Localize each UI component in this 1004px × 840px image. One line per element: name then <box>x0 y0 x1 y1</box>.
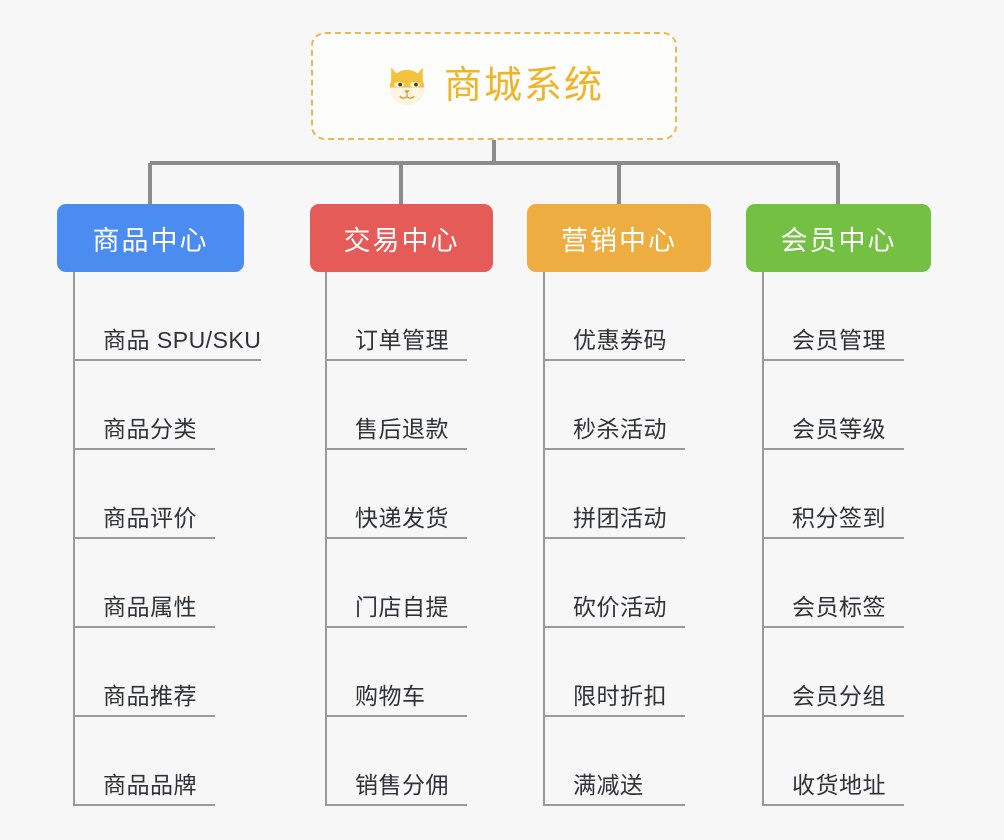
leaf-item[interactable]: 砍价活动 <box>543 539 685 628</box>
leaf-label: 收货地址 <box>792 771 886 798</box>
leaf-item[interactable]: 优惠券码 <box>543 272 685 361</box>
leaf-item[interactable]: 商品评价 <box>73 450 261 539</box>
leaf-item[interactable]: 商品品牌 <box>73 717 261 806</box>
leaf-list-2: 优惠券码 秒杀活动 拼团活动 砍价活动 限时折扣 满减送 <box>543 272 685 806</box>
leaf-item[interactable]: 积分签到 <box>762 450 904 539</box>
root-title: 商城系统 <box>443 65 604 107</box>
leaf-label: 商品 SPU/SKU <box>103 326 262 353</box>
leaf-item[interactable]: 会员等级 <box>762 361 904 450</box>
leaf-label: 订单管理 <box>355 326 449 353</box>
leaf-item[interactable]: 满减送 <box>543 717 685 806</box>
branch-column-3: 会员中心 <box>746 204 931 272</box>
branch-header-2[interactable]: 营销中心 <box>527 204 711 272</box>
leaf-item[interactable]: 收货地址 <box>762 717 904 806</box>
leaf-item[interactable]: 商品分类 <box>73 361 261 450</box>
leaf-item[interactable]: 售后退款 <box>325 361 467 450</box>
leaf-item[interactable]: 订单管理 <box>325 272 467 361</box>
leaf-item[interactable]: 销售分佣 <box>325 717 467 806</box>
root-node[interactable]: 商城系统 <box>311 32 677 140</box>
leaf-label: 优惠券码 <box>573 326 667 353</box>
leaf-label: 售后退款 <box>355 415 449 442</box>
leaf-item[interactable]: 拼团活动 <box>543 450 685 539</box>
leaf-label: 门店自提 <box>355 593 449 620</box>
leaf-item[interactable]: 会员分组 <box>762 628 904 717</box>
leaf-item[interactable]: 商品 SPU/SKU <box>73 272 262 361</box>
leaf-label: 购物车 <box>355 682 426 709</box>
leaf-item[interactable]: 商品推荐 <box>73 628 261 717</box>
shiba-dog-face-icon <box>389 67 425 105</box>
leaf-label: 会员分组 <box>792 682 886 709</box>
leaf-label: 商品属性 <box>103 593 197 620</box>
leaf-item[interactable]: 快递发货 <box>325 450 467 539</box>
leaf-label: 拼团活动 <box>573 504 667 531</box>
leaf-item[interactable]: 购物车 <box>325 628 467 717</box>
branch-header-3[interactable]: 会员中心 <box>746 204 931 272</box>
leaf-label: 商品评价 <box>103 504 197 531</box>
leaf-label: 满减送 <box>573 771 644 798</box>
leaf-item[interactable]: 限时折扣 <box>543 628 685 717</box>
leaf-label: 会员等级 <box>792 415 886 442</box>
leaf-label: 快递发货 <box>355 504 449 531</box>
leaf-list-3: 会员管理 会员等级 积分签到 会员标签 会员分组 收货地址 <box>762 272 904 806</box>
leaf-label: 会员管理 <box>792 326 886 353</box>
leaf-label: 砍价活动 <box>573 593 667 620</box>
leaf-list-0: 商品 SPU/SKU 商品分类 商品评价 商品属性 商品推荐 商品品牌 <box>73 272 262 806</box>
leaf-label: 限时折扣 <box>573 682 667 709</box>
branch-column-0: 商品中心 <box>57 204 244 272</box>
leaf-item[interactable]: 秒杀活动 <box>543 361 685 450</box>
leaf-item[interactable]: 商品属性 <box>73 539 261 628</box>
leaf-list-1: 订单管理 售后退款 快递发货 门店自提 购物车 销售分佣 <box>325 272 467 806</box>
leaf-item[interactable]: 会员管理 <box>762 272 904 361</box>
branch-header-1[interactable]: 交易中心 <box>310 204 493 272</box>
branch-column-2: 营销中心 <box>527 204 711 272</box>
leaf-label: 商品推荐 <box>103 682 197 709</box>
leaf-label: 积分签到 <box>792 504 886 531</box>
leaf-label: 秒杀活动 <box>573 415 667 442</box>
leaf-label: 销售分佣 <box>355 771 449 798</box>
leaf-label: 会员标签 <box>792 593 886 620</box>
leaf-item[interactable]: 门店自提 <box>325 539 467 628</box>
branch-header-0[interactable]: 商品中心 <box>57 204 244 272</box>
branch-column-1: 交易中心 <box>310 204 493 272</box>
leaf-label: 商品分类 <box>103 415 197 442</box>
leaf-label: 商品品牌 <box>103 771 197 798</box>
leaf-item[interactable]: 会员标签 <box>762 539 904 628</box>
